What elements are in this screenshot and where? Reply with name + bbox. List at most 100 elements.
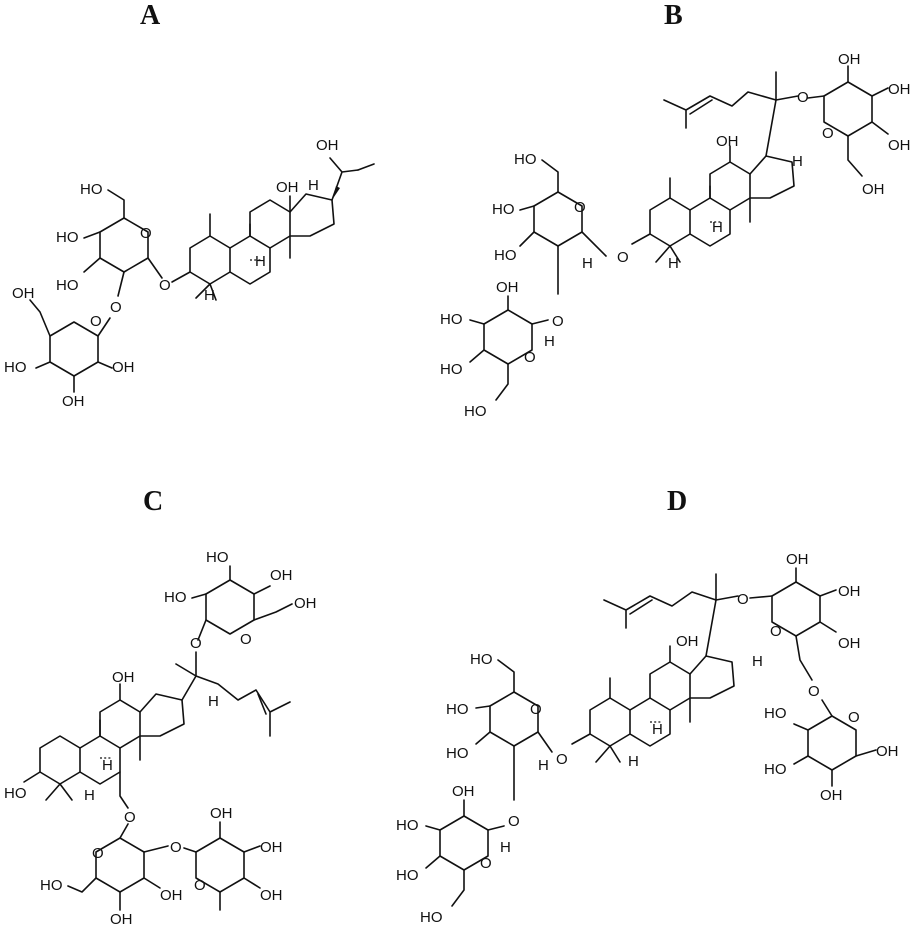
structure-d-sugar-3b-oh6: HO	[420, 909, 443, 926]
structure-b-sugar-3b-o: O	[524, 349, 536, 366]
structure-b-sugar-20	[807, 65, 889, 177]
structure-d-sugar-3b-oh2: OH	[452, 783, 475, 800]
structure-d-sugar-3b	[425, 799, 505, 907]
structure-c-sugar-6a-o: O	[92, 845, 104, 862]
structure-a-sugar-2-oh4: HO	[4, 359, 27, 376]
structure-b-sugar-20-oh2: OH	[838, 51, 861, 68]
structure-d-sugar-20	[749, 567, 837, 681]
structure-b-sugar-3b-oh2: OH	[496, 279, 519, 296]
structure-a-sugar-1-o: O	[140, 225, 152, 242]
structure-b-sugar-3a-oh6: HO	[514, 151, 537, 168]
structure-b-o-20: O	[797, 89, 809, 106]
structure-c-oh-12: OH	[112, 669, 135, 686]
structure-c-sugar-20-o: O	[240, 631, 252, 648]
structure-a-sugar-2	[29, 299, 113, 393]
structure-d-sugar-20b-oh4: OH	[820, 787, 843, 804]
structure-c-sugar-6b	[183, 821, 261, 911]
structure-c-sugar-6b-oh4: OH	[260, 887, 283, 904]
structure-a-o-3: O	[159, 277, 171, 294]
structure-c-oh-3: HO	[4, 785, 27, 802]
structure-d-sugar-20b-oh3: HO	[764, 761, 787, 778]
structure-d-sugar-3a	[475, 659, 553, 801]
structure-b-sugar-3a	[519, 159, 607, 295]
structure-d-sugar-20-o6: O	[808, 683, 820, 700]
structure-d-sugar-20b-oh2: HO	[764, 705, 787, 722]
structure-c-sugar-20	[191, 565, 293, 641]
structure-a-oh-20: OH	[316, 137, 339, 154]
structure-a-sugar-1-oh3: HO	[56, 277, 79, 294]
structure-b-o-3: O	[617, 249, 629, 266]
panel-d-label: D	[667, 486, 688, 517]
structure-b-sugar-3b	[469, 295, 549, 401]
structure-a-h-17: H	[308, 177, 319, 194]
structure-d-sugar-3a-o2: O	[508, 813, 520, 830]
structure-d-sugar-20-oh4: OH	[838, 635, 861, 652]
structure-d-o-3: O	[556, 751, 568, 768]
structure-c-sugar-6a	[67, 823, 169, 911]
structure-c-h-5: H	[84, 787, 95, 804]
structure-d-sugar-3a-oh4: HO	[446, 701, 469, 718]
panel-b-label: B	[664, 0, 683, 31]
structure-b-sugar-3b-h: H	[544, 333, 555, 350]
structure-d-sugar-3b-h: H	[500, 839, 511, 856]
structure-d-o-20: O	[737, 591, 749, 608]
structure-a-core	[171, 157, 375, 301]
structure-c-o-20: O	[190, 635, 202, 652]
structure-d-h-17: H	[752, 653, 763, 670]
structure-c-o-6: O	[124, 809, 136, 826]
panel-c-label: C	[143, 486, 164, 517]
structure-a-sugar-1	[83, 189, 163, 297]
structure-a-oh-12: OH	[276, 179, 299, 196]
structure-d-sugar-20-o: O	[770, 623, 782, 640]
structure-c-h-17: H	[208, 693, 219, 710]
structure-d-sugar-20b-oh6: OH	[876, 743, 899, 760]
structure-c-sugar-20-oh6: OH	[294, 595, 317, 612]
structure-d-sugar-3b-oh3: HO	[396, 817, 419, 834]
structure-b-sugar-20-oh3: OH	[888, 81, 911, 98]
structure-c-sugar-20-oh2: HO	[164, 589, 187, 606]
structure-a-h-9: H	[255, 253, 266, 270]
structure-b-sugar-3a-oh4: HO	[492, 201, 515, 218]
structure-b-sugar-3b-oh6: HO	[464, 403, 487, 420]
structure-d-sugar-3a-oh3: HO	[446, 745, 469, 762]
structure-c-sugar-6b-oh2: OH	[210, 805, 233, 822]
structure-d-sugar-20-oh3: OH	[838, 583, 861, 600]
structure-a-sugar-2-oh2: OH	[112, 359, 135, 376]
structure-c-sugar-6b-oh3: OH	[260, 839, 283, 856]
structure-b-sugar-20-oh6: OH	[862, 181, 885, 198]
structure-b-sugar-3a-o: O	[574, 199, 586, 216]
structure-b-sugar-20-oh4: OH	[888, 137, 911, 154]
structure-d-sugar-3b-o: O	[480, 855, 492, 872]
structure-d-sugar-20b	[793, 699, 877, 787]
structure-b-sugar-3b-oh4: HO	[440, 361, 463, 378]
structure-c-core	[23, 651, 291, 809]
structure-b-oh-12: OH	[716, 133, 739, 150]
structure-b-sugar-3a-o2: O	[552, 313, 564, 330]
structure-d-sugar-3a-h: H	[538, 757, 549, 774]
structure-b-core	[631, 71, 799, 263]
structure-c-sugar-6b-o: O	[194, 877, 206, 894]
panel-a-label: A	[140, 0, 161, 31]
structure-a-sugar-1-oh6: HO	[80, 181, 103, 198]
structure-c-sugar-6a-o2: O	[170, 839, 182, 856]
structure-a-sugar-1-o2: O	[110, 299, 122, 316]
structure-b-sugar-3a-oh3: HO	[494, 247, 517, 264]
structure-b-h-17: H	[792, 153, 803, 170]
structure-b-sugar-3b-oh3: HO	[440, 311, 463, 328]
structure-d-oh-12: OH	[676, 633, 699, 650]
structure-d-sugar-20b-o: O	[848, 709, 860, 726]
structure-c-sugar-6a-oh3: OH	[160, 887, 183, 904]
structure-b-sugar-20-o: O	[822, 125, 834, 142]
structure-a-h-5: H	[204, 287, 215, 304]
structure-d-sugar-3a-oh6: HO	[470, 651, 493, 668]
structure-a-sugar-1-oh4: HO	[56, 229, 79, 246]
structure-a-sugar-2-o: O	[90, 313, 102, 330]
structure-b-h-5: H	[668, 255, 679, 272]
structure-c-sugar-6a-oh4: OH	[110, 911, 133, 928]
structure-d-sugar-20-oh2: OH	[786, 551, 809, 568]
structure-a-sugar-2-oh6: OH	[12, 285, 35, 302]
structure-b-sugar-3a-h: H	[582, 255, 593, 272]
